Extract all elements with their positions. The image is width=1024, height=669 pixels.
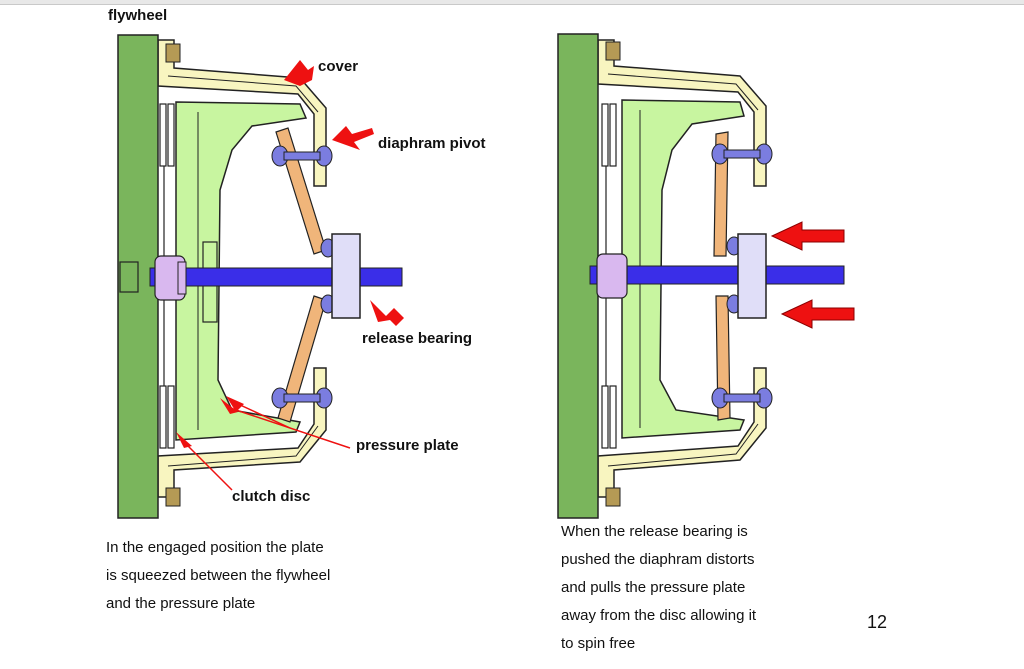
clutch-disc-arrow xyxy=(176,432,192,448)
engaged-clutch xyxy=(117,34,403,519)
release-bearing-left xyxy=(331,233,361,319)
input-shaft-right xyxy=(589,265,845,285)
label-release-bearing: release bearing xyxy=(362,330,473,347)
caption-engaged-line: and the pressure plate xyxy=(106,595,256,612)
page-number: 12 xyxy=(867,612,888,632)
label-clutch-disc: clutch disc xyxy=(232,488,311,505)
caption-released-line: pushed the diaphram distorts xyxy=(561,551,755,568)
pressure-plate-right xyxy=(621,99,746,439)
label-pressure-plate: pressure plate xyxy=(356,437,459,454)
caption-engaged-line: In the engaged position the plate xyxy=(106,539,324,556)
cover-right-bottom xyxy=(597,367,767,498)
pivot-right xyxy=(711,143,773,409)
label-diaphram-pivot: diaphram pivot xyxy=(378,135,486,152)
caption-engaged-line: is squeezed between the flywheel xyxy=(106,567,331,584)
caption-released-line: and pulls the pressure plate xyxy=(561,579,746,596)
push-arrows xyxy=(770,221,855,329)
flywheel-right xyxy=(557,33,599,519)
top-border xyxy=(0,0,1024,5)
pressure-plate-arrow xyxy=(220,398,238,414)
bolts-right xyxy=(605,41,621,507)
label-flywheel: flywheel xyxy=(108,7,168,24)
release-bearing-right xyxy=(737,233,767,319)
caption-released-line: away from the disc allowing it xyxy=(561,607,757,624)
clutch-disc-left xyxy=(159,103,175,449)
caption-engaged: In the engaged position the plate is squ… xyxy=(106,534,330,618)
bolts-left xyxy=(165,43,181,507)
label-cover: cover xyxy=(318,58,359,75)
caption-released-line: to spin free xyxy=(561,635,636,652)
pivot-left xyxy=(271,145,336,409)
caption-released: When the release bearing is pushed the d… xyxy=(561,518,756,658)
released-clutch xyxy=(557,33,855,519)
caption-released-line: When the release bearing is xyxy=(561,523,748,540)
release-bearing-arrow xyxy=(370,300,404,326)
clutch-disc-right xyxy=(601,103,617,449)
label-arrows xyxy=(176,60,404,491)
pivot-arrow xyxy=(332,126,374,150)
cover-arrow xyxy=(284,60,314,86)
input-shaft-left xyxy=(149,267,403,287)
hub-right xyxy=(596,253,628,299)
cover-left-bottom xyxy=(157,367,327,498)
